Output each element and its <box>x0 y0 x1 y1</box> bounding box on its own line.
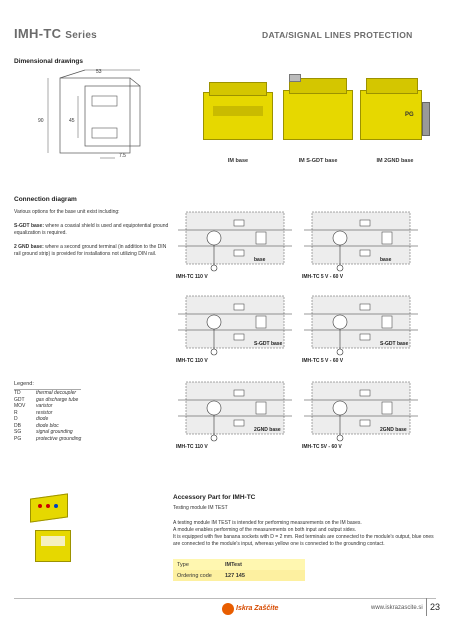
legend-heading: Legend: <box>14 381 34 387</box>
circuit-schematic <box>178 211 292 272</box>
product-im-sgdt-base <box>283 74 353 150</box>
im-test-photo-2 <box>35 526 75 566</box>
footer-url[interactable]: www.iskrazascite.si <box>371 605 423 611</box>
dim-90: 90 <box>38 118 44 124</box>
connection-heading: Connection diagram <box>14 196 77 203</box>
circuit-title: IMH-TC 5 V - 60 V <box>302 274 344 280</box>
circuit-title: IMH-TC 5V - 60 V <box>302 444 342 450</box>
page-number: 23 <box>430 602 441 612</box>
circuit-base-label: base <box>380 257 392 263</box>
caption-im-sgdt-base: IM S-GDT base <box>298 158 338 164</box>
product-im-base <box>203 78 273 150</box>
sgdt-description: S-GDT base: where a coaxial shield is us… <box>14 223 169 237</box>
page-title: IMH-TC Series <box>14 26 97 41</box>
gnd-description: 2 GND base: where a second ground termin… <box>14 244 169 258</box>
accessory-subheading: Testing module IM TEST <box>173 505 228 511</box>
caption-im-2gnd-base: IM 2GND base <box>376 158 414 164</box>
dim-7-5: 7.5 <box>119 153 126 159</box>
circuit-base-label: S-GDT base <box>254 341 283 347</box>
caption-im-base: IM base <box>227 158 249 164</box>
circuit-schematic <box>304 381 418 442</box>
product-im-2gnd-base <box>360 74 430 150</box>
circuit-title: IMH-TC 110 V <box>176 358 208 364</box>
circuit-schematic <box>304 295 418 356</box>
footer-logo: Iskra Zaščite <box>236 605 279 612</box>
dim-45: 45 <box>69 118 75 124</box>
dimensional-heading: Dimensional drawings <box>14 58 83 65</box>
connection-intro: Various options for the base unit exist … <box>14 209 120 215</box>
gnd-label: 2 GND base: <box>14 244 44 250</box>
accessory-para3: It is equipped with five banana sockets … <box>173 534 434 547</box>
circuit-schematic <box>178 295 292 356</box>
circuit-base-label: base <box>254 257 266 263</box>
section-title: DATA/SIGNAL LINES PROTECTION <box>262 30 413 40</box>
pg-label: PG <box>405 112 414 118</box>
accessory-para1: A testing module IM TEST is intended for… <box>173 520 362 526</box>
page-divider <box>426 598 427 616</box>
sgdt-text: where a coaxial shield is used and equip… <box>14 223 169 236</box>
circuit-title: IMH-TC 110 V <box>176 444 208 450</box>
accessory-para2: A module enables performing of the measu… <box>173 527 357 533</box>
circuit-title: IMH-TC 5 V - 60 V <box>302 358 344 364</box>
circuit-schematic <box>304 211 418 272</box>
title-series: Series <box>65 30 98 41</box>
circuit-base-label: S-GDT base <box>380 341 409 347</box>
dimensional-drawing <box>47 69 141 159</box>
gnd-text: where a second ground terminal (in addit… <box>14 244 167 257</box>
title-main: IMH-TC <box>14 26 62 41</box>
accessory-heading: Accessory Part for IMH-TC <box>173 494 256 501</box>
circuit-base-label: 2GND base <box>380 427 407 433</box>
im-test-photo-1 <box>30 492 70 523</box>
circuit-base-label: 2GND base <box>254 427 281 433</box>
circuit-title: IMH-TC 110 V <box>176 274 208 280</box>
logo-icon <box>222 603 234 615</box>
footer-divider <box>14 598 436 599</box>
circuit-schematic <box>178 381 292 442</box>
dim-53: 53 <box>96 69 102 75</box>
sgdt-label: S-GDT base: <box>14 223 45 229</box>
